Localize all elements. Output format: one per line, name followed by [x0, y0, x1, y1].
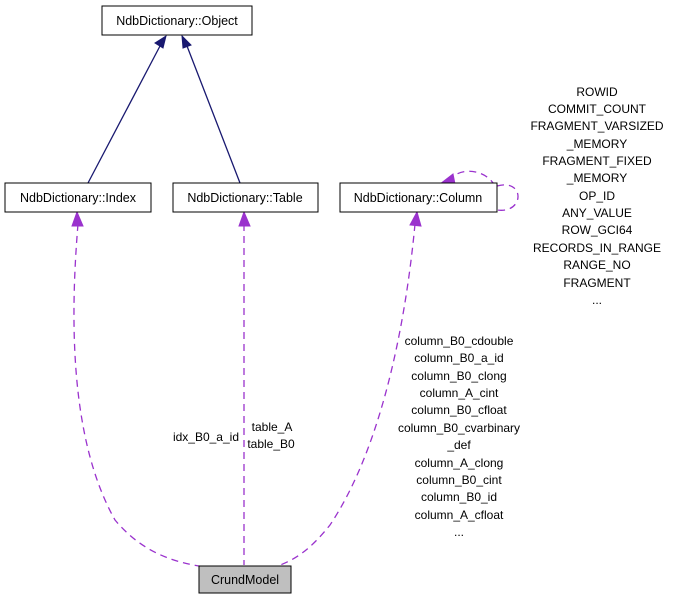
edge-label: FRAGMENT	[563, 276, 631, 290]
usage-edge-table-crund	[238, 210, 251, 565]
inheritance-edge-table-object	[181, 34, 241, 184]
edge-label: column_A_cfloat	[415, 508, 504, 522]
edge-label: ...	[592, 293, 602, 307]
edge-label: _def	[446, 438, 471, 452]
edge-label: table_B0	[247, 437, 295, 451]
edge-label: column_B0_clong	[411, 369, 506, 383]
node-object[interactable]: NdbDictionary::Object	[101, 5, 253, 36]
label-column-self: ROWID COMMIT_COUNT FRAGMENT_VARSIZED _ME…	[530, 85, 663, 307]
edge-label: column_B0_id	[421, 490, 497, 504]
edge-label: OP_ID	[579, 189, 615, 203]
edge-label: _MEMORY	[566, 137, 627, 151]
edge-label: column_B0_cvarbinary	[398, 421, 520, 435]
edge-label: RECORDS_IN_RANGE	[533, 241, 661, 255]
edge-label: ...	[454, 525, 464, 539]
edge-label: COMMIT_COUNT	[548, 102, 647, 116]
edge-label: ROWID	[576, 85, 618, 99]
edge-label: FRAGMENT_FIXED	[542, 154, 652, 168]
edge-label: column_B0_a_id	[414, 351, 503, 365]
node-column-label: NdbDictionary::Column	[354, 191, 483, 205]
node-table[interactable]: NdbDictionary::Table	[172, 182, 319, 213]
edge-label: FRAGMENT_VARSIZED	[530, 119, 663, 133]
edge-label: column_B0_cint	[416, 473, 502, 487]
node-column[interactable]: NdbDictionary::Column	[339, 182, 498, 213]
node-object-label: NdbDictionary::Object	[116, 14, 238, 28]
node-crund[interactable]: CrundModel	[198, 565, 292, 594]
node-index[interactable]: NdbDictionary::Index	[4, 182, 152, 213]
label-column-crund: column_B0_cdouble column_B0_a_id column_…	[398, 334, 520, 539]
edge-label: RANGE_NO	[563, 258, 630, 272]
edge-label: column_B0_cdouble	[405, 334, 514, 348]
edge-label: column_B0_cfloat	[411, 403, 507, 417]
edge-label: column_A_clong	[415, 456, 504, 470]
usage-edge-column-crund	[274, 210, 422, 568]
label-table-crund: table_A table_B0	[247, 420, 295, 451]
node-table-label: NdbDictionary::Table	[187, 191, 302, 205]
node-crund-label: CrundModel	[211, 573, 279, 587]
label-index-crund: idx_B0_a_id	[173, 430, 239, 444]
edge-label: ANY_VALUE	[562, 206, 632, 220]
node-index-label: NdbDictionary::Index	[20, 191, 137, 205]
inheritance-edge-index-object	[87, 34, 167, 184]
edge-label: idx_B0_a_id	[173, 430, 239, 444]
edge-label: ROW_GCI64	[562, 223, 633, 237]
edge-label: table_A	[252, 420, 293, 434]
edge-label: _MEMORY	[566, 171, 627, 185]
edge-label: column_A_cint	[420, 386, 499, 400]
usage-edge-column-self	[438, 170, 519, 211]
usage-edge-index-crund	[71, 210, 206, 568]
